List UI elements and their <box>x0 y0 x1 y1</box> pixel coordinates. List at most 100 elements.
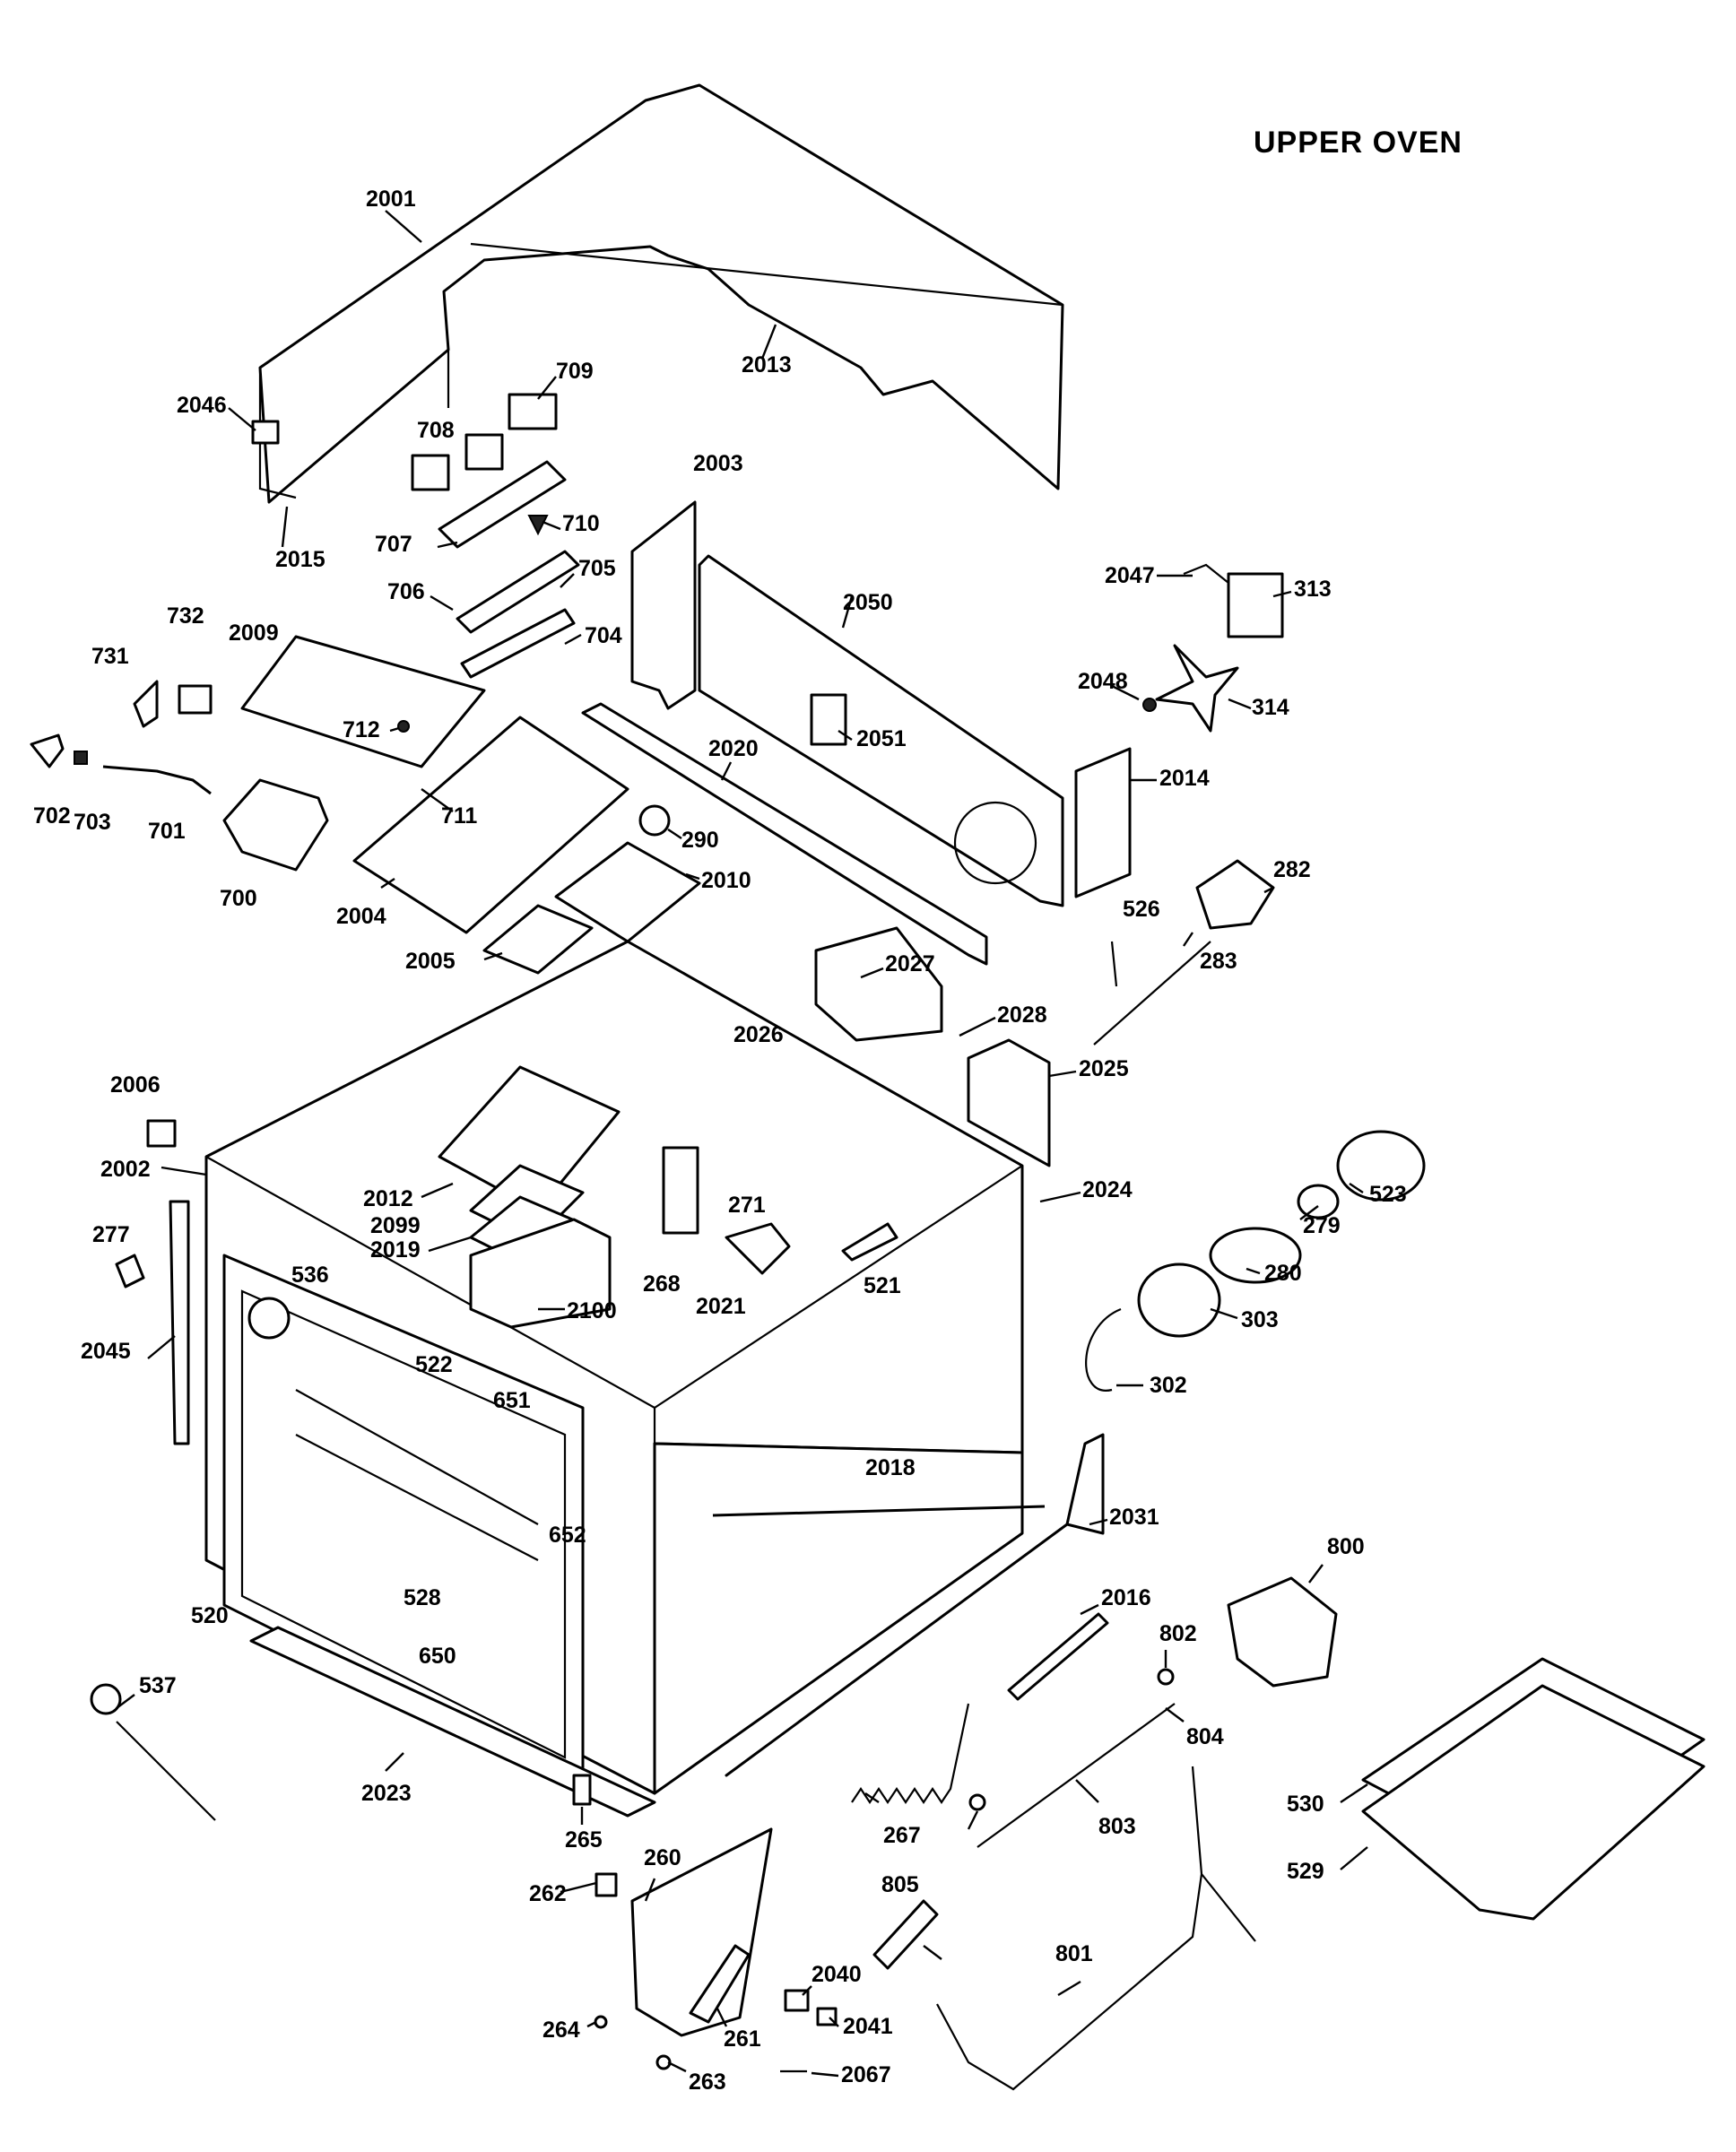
callout-label: 265 <box>565 1827 603 1853</box>
callout-label: 2002 <box>100 1157 151 1182</box>
callout-label: 652 <box>549 1523 586 1548</box>
part-267 <box>851 1703 970 1804</box>
callout-label: 521 <box>864 1273 901 1298</box>
part-732 <box>178 684 213 715</box>
part-268 <box>662 1146 699 1235</box>
part-262 <box>595 1872 618 1897</box>
part-314 <box>1155 644 1239 733</box>
callout-label: 703 <box>74 810 111 835</box>
part-2021-side <box>653 1442 1024 1795</box>
part-260 <box>630 1827 773 2037</box>
part-290 <box>638 804 671 837</box>
callout-label: 523 <box>1369 1182 1407 1207</box>
callout-label: 2015 <box>275 547 326 572</box>
callout-label: 803 <box>1098 1814 1136 1839</box>
callout-label: 261 <box>724 2026 761 2052</box>
part-701 <box>102 765 212 795</box>
callout-label: 2045 <box>81 1339 131 1364</box>
part-265 <box>572 1774 592 1806</box>
part-283 <box>1093 941 1211 1046</box>
callout-label: 704 <box>585 623 622 648</box>
callout-label: 731 <box>91 644 129 669</box>
callout-label: 283 <box>1200 949 1237 974</box>
part-710 <box>527 515 549 536</box>
callout-label: 2021 <box>696 1294 746 1319</box>
part-2100 <box>469 1218 612 1329</box>
part-302 <box>1085 1307 1122 1392</box>
part-261 <box>689 1944 751 2024</box>
callout-label: 800 <box>1327 1534 1365 1559</box>
part-2010 <box>554 841 701 943</box>
part-2009 <box>240 635 486 768</box>
callout-label: 711 <box>441 803 477 829</box>
part-2023 <box>249 1626 656 1818</box>
callout-label: 264 <box>542 2017 580 2043</box>
part-2050 <box>698 554 1064 907</box>
callout-label: 707 <box>375 532 412 557</box>
part-705 <box>456 550 580 634</box>
callout-label: 805 <box>881 1872 919 1897</box>
callout-label: 2040 <box>812 1962 862 1987</box>
part-264 <box>594 2015 608 2029</box>
part-707 <box>438 460 567 549</box>
callout-label: 2027 <box>885 951 935 976</box>
callout-label: 271 <box>728 1193 766 1218</box>
part-2040 <box>784 1989 810 2012</box>
callout-label: 262 <box>529 1881 567 1906</box>
part-708b <box>464 433 504 471</box>
callout-label: 267 <box>883 1823 921 1848</box>
part-2045 <box>169 1200 190 1445</box>
part-528-rack <box>240 1289 567 1759</box>
callout-label: 651 <box>493 1388 531 1413</box>
part-523 <box>1336 1130 1426 1202</box>
callout-label: 2014 <box>1159 766 1210 791</box>
callout-label: 2050 <box>843 590 893 615</box>
part-2014 <box>1074 747 1132 898</box>
callout-label: 2047 <box>1105 563 1155 588</box>
part-2048 <box>1142 698 1157 712</box>
callout-label: 2019 <box>370 1237 421 1263</box>
part-313 <box>1227 572 1284 638</box>
callout-label: 650 <box>419 1644 456 1669</box>
part-521 <box>841 1222 898 1262</box>
part-700 <box>222 778 329 872</box>
part-712 <box>397 720 410 733</box>
part-708a <box>411 454 450 491</box>
callout-label: 279 <box>1303 1213 1341 1238</box>
callout-label: 520 <box>191 1603 229 1628</box>
callout-label: 2026 <box>733 1022 784 1047</box>
part-271 <box>725 1222 791 1275</box>
oven-parts-artwork <box>30 83 1706 2091</box>
callout-label: 2041 <box>843 2014 893 2039</box>
diagram-title: UPPER OVEN <box>1254 126 1463 160</box>
callout-label: 313 <box>1294 577 1332 602</box>
part-805 <box>872 1899 939 1970</box>
callout-label: 530 <box>1287 1792 1324 1817</box>
callout-label: 536 <box>291 1263 329 1288</box>
part-537 <box>116 1721 216 1821</box>
part-803 <box>976 1703 1176 1848</box>
callout-label: 268 <box>643 1271 681 1297</box>
part-2006 <box>146 1119 177 1148</box>
callout-label: 802 <box>1159 1621 1197 1646</box>
callout-label: 2067 <box>841 2062 891 2087</box>
part-2046 <box>251 420 280 445</box>
callout-label: 706 <box>387 579 425 604</box>
part-536 <box>247 1297 291 1340</box>
callout-label: 2012 <box>363 1186 413 1211</box>
callout-label: 804 <box>1186 1724 1224 1749</box>
part-2031 <box>725 1433 1105 1777</box>
callout-label: 2028 <box>997 1002 1047 1028</box>
callout-label: 302 <box>1150 1373 1187 1398</box>
callout-label: 2010 <box>701 868 751 893</box>
callout-label: 2099 <box>370 1213 421 1238</box>
callout-label: 303 <box>1241 1307 1279 1332</box>
callout-label: 280 <box>1264 1261 1302 1286</box>
part-709 <box>508 393 558 430</box>
leader-lines <box>116 210 1368 2078</box>
part-801 <box>936 1766 1203 2091</box>
callout-label: 708 <box>417 418 455 443</box>
part-2016 <box>1007 1612 1109 1701</box>
callout-label: 2024 <box>1082 1177 1133 1202</box>
part-top-cover <box>258 83 1064 504</box>
